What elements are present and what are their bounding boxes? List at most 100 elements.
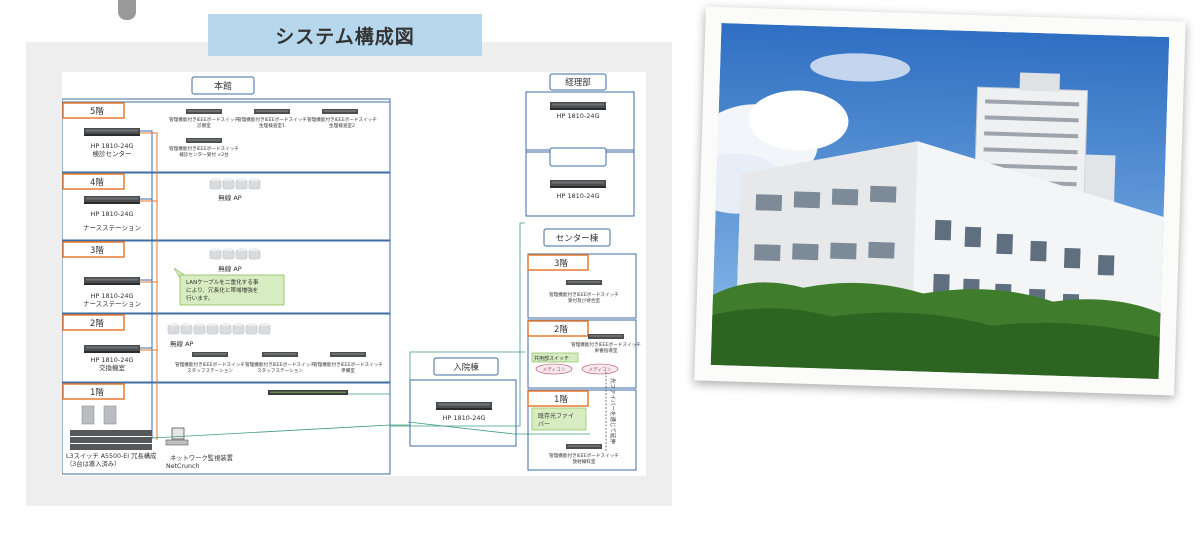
switch-f4-place: ナースステーション <box>83 224 141 232</box>
f5-dev3-l2: 生理検査室2 <box>329 122 355 129</box>
ward-frame <box>409 379 517 447</box>
switch-f2-place: 交換機室 <box>99 363 126 372</box>
center-3f-frame <box>527 253 637 319</box>
callout-line2: により、冗長化と帯域増強を <box>186 286 258 294</box>
center-1f-line1: 管理機能付きIEEEボードスイッチ <box>549 452 619 459</box>
ap-2f-label: 無線 AP <box>170 339 194 348</box>
callout-line3: 行います。 <box>186 294 213 302</box>
floor-4-row <box>61 172 391 241</box>
f5-dev2-l2: 生理検査室1 <box>259 122 285 129</box>
shared-switch-tag <box>531 352 579 363</box>
ap-3f-3 <box>235 247 248 260</box>
monitor-product: NetCrunch <box>166 463 199 470</box>
floor-5-label: 5階 <box>90 106 104 117</box>
ap-3f-2 <box>222 247 235 260</box>
switch-f5-model: HP 1810-24G <box>90 142 133 150</box>
center-1f-label: 1階 <box>554 394 568 405</box>
f2-dev3-l2: 準備室 <box>341 367 355 374</box>
edge-switch-2f-1 <box>192 352 228 357</box>
core-switch-2 <box>70 437 152 443</box>
f2-dev1-l2: スタッフステーション <box>187 367 233 374</box>
center-2f-line2: 栄養指導室 <box>595 347 618 354</box>
accounting-switch-model: HP 1810-24G <box>556 112 599 120</box>
switch-f5 <box>84 128 140 136</box>
ap-2f-4 <box>206 322 219 335</box>
edge-switch-5f-3 <box>322 109 358 114</box>
accounting-frame <box>525 91 635 153</box>
switch-f5-place: 検診センター <box>93 149 132 158</box>
floor-5-row <box>61 101 391 173</box>
floor-1-label: 1階 <box>90 387 104 398</box>
center-2f-switch <box>588 334 624 339</box>
ap-4f-2 <box>222 177 235 190</box>
ward-switch <box>436 402 492 410</box>
switch-f3-place: ナースステーション <box>83 300 141 308</box>
page-title: システム構成図 <box>208 14 482 56</box>
center-2f-frame <box>527 319 637 389</box>
hospital-photo-frame <box>694 6 1186 396</box>
existing-fiber-note <box>531 407 587 431</box>
edge-switch-2f-3 <box>330 352 366 357</box>
ap-2f-2 <box>180 322 193 335</box>
center-3f-switch <box>566 280 602 285</box>
center-3f-label: 3階 <box>554 258 568 269</box>
ap-2f-1 <box>167 322 180 335</box>
ap-2f-8 <box>258 322 271 335</box>
floor-1-row <box>61 382 391 475</box>
ap-3f-4 <box>248 247 261 260</box>
floor-4-label: 4階 <box>90 177 104 188</box>
fiber-vertical-note: 光ファイバーを通じて延伸 <box>609 378 617 444</box>
switch-f4 <box>84 196 140 204</box>
edge-switch-5f-2 <box>254 109 290 114</box>
f2-dev2-l1: 管理機能付きIEEEボードスイッチ <box>245 361 315 368</box>
center-building-label: センター棟 <box>556 233 599 244</box>
unnamed-switch-model: HP 1810-24G <box>556 192 599 200</box>
edge-switch-5f-4 <box>186 138 222 143</box>
main-building-label: 本館 <box>214 80 232 92</box>
center-3f-line1: 管理機能付きIEEEボードスイッチ <box>549 291 619 298</box>
hospital-photo <box>710 23 1170 379</box>
accounting-switch <box>550 102 606 110</box>
unnamed-building-label-box <box>549 147 607 167</box>
switch-f4-model: HP 1810-24G <box>90 210 133 218</box>
existing-fiber-line2: バー <box>538 421 550 428</box>
ap-2f-3 <box>193 322 206 335</box>
accounting-label: 経理部 <box>565 77 591 88</box>
center-1f-switch <box>566 444 602 449</box>
callout-line1: LANケーブルを二重化する事 <box>186 278 259 286</box>
floor-2-row <box>61 313 391 383</box>
ap-2f-7 <box>245 322 258 335</box>
media-converter-1 <box>535 363 573 375</box>
switch-f2-model: HP 1810-24G <box>90 356 133 364</box>
existing-fiber-line1: 既存光ファイ <box>538 412 574 420</box>
f5-dev4-l1: 管理機能付きIEEEボードスイッチ <box>169 145 239 152</box>
switch-f2 <box>84 345 140 353</box>
ap-4f-1 <box>209 177 222 190</box>
monitor-label: ネットワーク監視装置 <box>170 453 233 462</box>
media-converter-2-label: メディコン <box>589 366 612 373</box>
center-3f-line2: 受付及び待合室 <box>568 297 601 304</box>
server-2 <box>103 405 117 425</box>
center-1f-frame <box>527 389 637 471</box>
main-building-label-box <box>191 76 255 95</box>
floor-2-label: 2階 <box>90 318 104 329</box>
switch-f3-model: HP 1810-24G <box>90 292 133 300</box>
media-converter-1-label: メディコン <box>543 366 566 373</box>
f5-dev1-l1: 管理機能付きIEEEボードスイッチ <box>169 116 239 123</box>
f5-dev4-l2: 検診センター受付 ×2台 <box>179 151 229 158</box>
ward-building-label: 入院棟 <box>453 362 479 373</box>
f5-dev2-l1: 管理機能付きIEEEボードスイッチ <box>237 116 307 123</box>
ap-4f-label: 無線 AP <box>218 193 242 202</box>
core-switch-3 <box>70 444 152 450</box>
pin-decoration <box>118 0 136 20</box>
f2-dev2-l2: スタッフステーション <box>257 367 303 374</box>
f2-dev3-l1: 管理機能付きIEEEボードスイッチ <box>313 361 383 368</box>
ap-2f-6 <box>232 322 245 335</box>
network-diagram: 本館 5階 4階 3階 2階 1階 HP 1810-24G 検診センター HP … <box>61 72 646 476</box>
server-1 <box>81 405 95 425</box>
core-switch-1 <box>70 430 152 436</box>
f5-dev3-l1: 管理機能付きIEEEボードスイッチ <box>307 116 377 123</box>
monitor-icon <box>171 427 185 440</box>
f5-dev1-l2: 診察室 <box>197 122 211 129</box>
center-2f-line1: 管理機能付きIEEEボードスイッチ <box>571 341 641 348</box>
